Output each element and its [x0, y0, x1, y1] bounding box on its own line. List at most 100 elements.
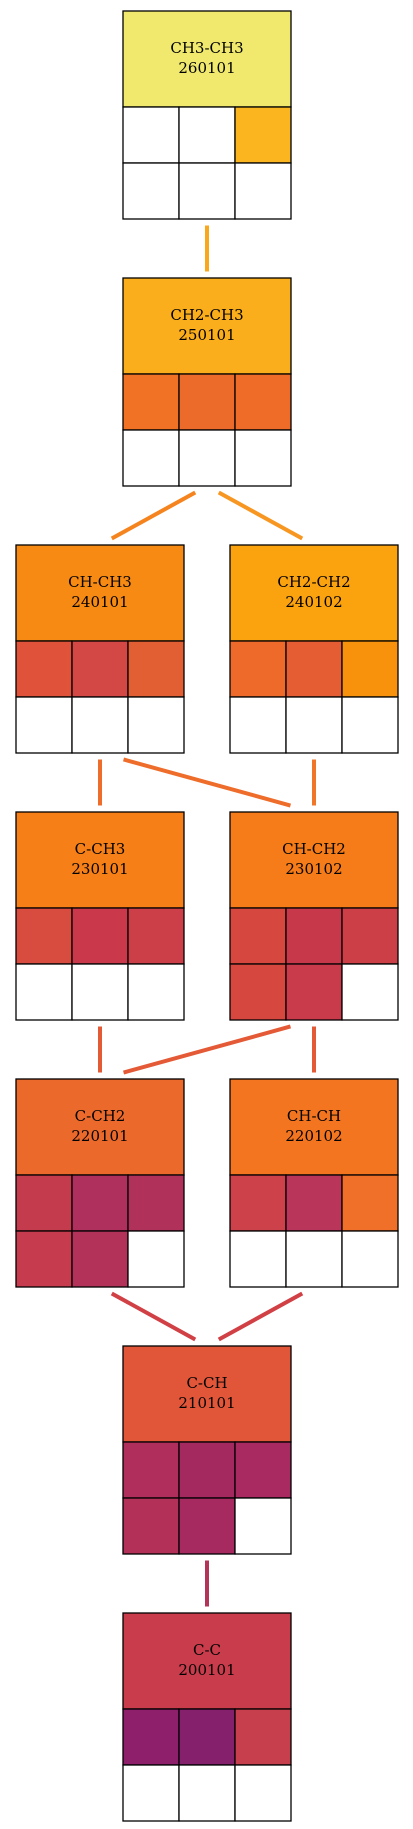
grid-cell	[229, 963, 287, 1021]
edge-250101-240102	[217, 490, 304, 541]
grid-cell	[71, 640, 129, 698]
node-260101[interactable]: CH3-CH3 260101	[122, 10, 292, 220]
grid-cell	[178, 373, 236, 431]
node-code: 260101	[178, 59, 235, 77]
edge-230102-220101	[123, 1024, 291, 1075]
grid-cell	[122, 1764, 180, 1822]
grid-cell	[285, 907, 343, 965]
edge-240101-230102	[123, 757, 291, 808]
grid-cell	[71, 1230, 129, 1288]
node-label: CH2-CH3	[170, 306, 243, 324]
node-220102[interactable]: CH-CH 220102	[229, 1078, 399, 1288]
grid-cell	[178, 106, 236, 164]
node-code: 250101	[178, 326, 235, 344]
node-header	[122, 10, 292, 108]
node-200101[interactable]: C-C 200101	[122, 1612, 292, 1822]
grid-cell	[178, 1441, 236, 1499]
grid-cell	[122, 373, 180, 431]
grid-cell	[234, 1441, 292, 1499]
grid-cell	[15, 1230, 73, 1288]
grid-cell	[127, 1174, 185, 1232]
grid-cell	[127, 640, 185, 698]
node-label: CH-CH3	[68, 573, 132, 591]
grid-cell	[122, 429, 180, 487]
grid-cell	[15, 1174, 73, 1232]
node-label: CH-CH2	[282, 840, 346, 858]
grid-cell	[229, 696, 287, 754]
grid-cell	[127, 963, 185, 1021]
grid-cell	[122, 162, 180, 220]
node-code: 240102	[285, 593, 342, 611]
node-label: C-CH	[186, 1374, 227, 1392]
grid-cell	[127, 907, 185, 965]
grid-cell	[234, 106, 292, 164]
grid-cell	[341, 907, 399, 965]
grid-cell	[71, 963, 129, 1021]
grid-cell	[285, 963, 343, 1021]
grid-cell	[15, 696, 73, 754]
grid-cell	[178, 429, 236, 487]
grid-cell	[234, 429, 292, 487]
node-code: 220102	[285, 1127, 342, 1145]
grid-cell	[122, 106, 180, 164]
grid-cell	[234, 1764, 292, 1822]
node-240102[interactable]: CH2-CH2 240102	[229, 544, 399, 754]
grid-cell	[127, 696, 185, 754]
grid-cell	[229, 640, 287, 698]
node-code: 200101	[178, 1661, 235, 1679]
node-label: C-C	[193, 1641, 221, 1659]
edge-220101-210101	[110, 1291, 197, 1342]
grid-cell	[122, 1441, 180, 1499]
grid-cell	[15, 963, 73, 1021]
grid-cell	[229, 1230, 287, 1288]
grid-cell	[285, 1174, 343, 1232]
node-label: CH-CH	[287, 1107, 341, 1125]
grid-cell	[341, 1230, 399, 1288]
node-header	[229, 544, 399, 642]
grid-cell	[234, 1708, 292, 1766]
grid-cell	[341, 1174, 399, 1232]
node-250101[interactable]: CH2-CH3 250101	[122, 277, 292, 487]
grid-cell	[71, 907, 129, 965]
grid-cell	[229, 1174, 287, 1232]
edge-220102-210101	[217, 1291, 304, 1342]
grid-cell	[178, 1708, 236, 1766]
node-header	[229, 1078, 399, 1176]
grid-cell	[234, 162, 292, 220]
grid-cell	[234, 1497, 292, 1555]
grid-cell	[122, 1708, 180, 1766]
node-header	[15, 544, 185, 642]
node-header	[122, 1612, 292, 1710]
grid-cell	[178, 1497, 236, 1555]
grid-cell	[285, 1230, 343, 1288]
grid-cell	[122, 1497, 180, 1555]
node-label: C-CH2	[75, 1107, 126, 1125]
grid-cell	[341, 963, 399, 1021]
grid-cell	[15, 640, 73, 698]
grid-cell	[285, 640, 343, 698]
node-header	[122, 277, 292, 375]
node-header	[15, 1078, 185, 1176]
grid-cell	[71, 696, 129, 754]
nodes-layer: CH3-CH3260101CH2-CH3250101CH-CH3240101CH…	[15, 10, 399, 1822]
node-220101[interactable]: C-CH2 220101	[15, 1078, 185, 1288]
grid-cell	[229, 907, 287, 965]
node-label: C-CH3	[75, 840, 126, 858]
grid-cell	[341, 640, 399, 698]
node-header	[122, 1345, 292, 1443]
grid-cell	[15, 907, 73, 965]
node-label: CH2-CH2	[277, 573, 350, 591]
node-230102[interactable]: CH-CH2 230102	[229, 811, 399, 1021]
node-code: 220101	[71, 1127, 128, 1145]
grid-cell	[341, 696, 399, 754]
grid-cell	[178, 162, 236, 220]
node-label: CH3-CH3	[170, 39, 243, 57]
grid-cell	[234, 373, 292, 431]
grid-cell	[127, 1230, 185, 1288]
node-code: 230102	[285, 860, 342, 878]
grid-cell	[285, 696, 343, 754]
